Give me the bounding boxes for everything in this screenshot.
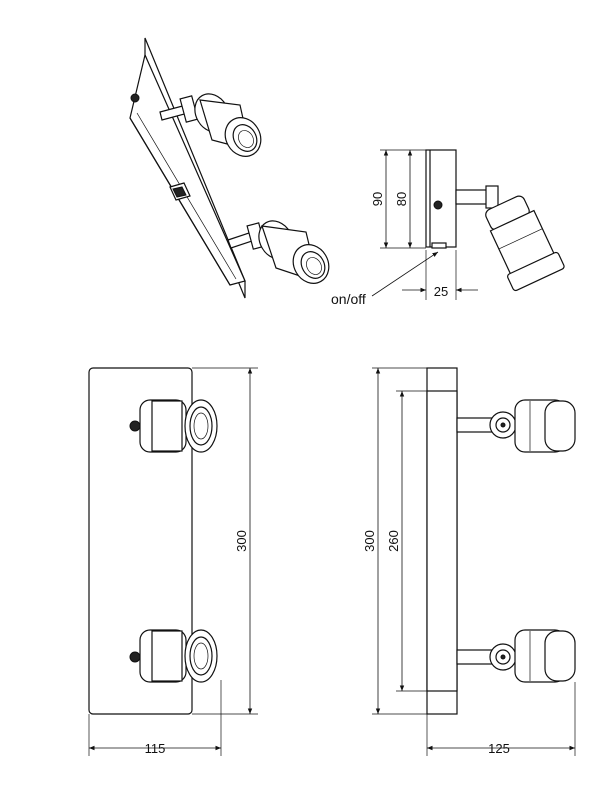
dim-side-height-plate: 80 bbox=[394, 192, 409, 206]
side-spot-head bbox=[485, 195, 565, 292]
iso-screw-top bbox=[130, 93, 140, 103]
profile-view: 300 260 125 bbox=[362, 367, 576, 756]
iso-plate-face bbox=[129, 53, 246, 286]
dim-profile-height-plate: 260 bbox=[386, 530, 401, 552]
side-switch bbox=[431, 242, 447, 249]
profile-spot-bottom bbox=[456, 629, 576, 683]
iso-spot-2 bbox=[227, 220, 330, 284]
iso-spot-1 bbox=[159, 93, 262, 157]
dim-side-depth: 25 bbox=[434, 284, 448, 299]
side-plate bbox=[425, 149, 457, 248]
dim-profile-height-total: 300 bbox=[362, 530, 377, 552]
profile-plate-inner bbox=[426, 390, 458, 692]
front-spot-bottom bbox=[129, 629, 218, 683]
side-view: 90 80 25 on/off bbox=[331, 149, 565, 307]
profile-spot-top bbox=[456, 399, 576, 453]
front-spot-top bbox=[129, 399, 218, 453]
dim-side-height-total: 90 bbox=[370, 192, 385, 206]
on-off-label: on/off bbox=[331, 291, 366, 307]
dim-front-width: 115 bbox=[145, 741, 166, 756]
side-screw bbox=[433, 200, 443, 210]
dim-profile-depth: 125 bbox=[488, 741, 510, 756]
front-plate bbox=[88, 367, 193, 715]
isometric-view bbox=[129, 37, 330, 299]
front-view: 300 115 bbox=[88, 367, 258, 756]
dim-front-height: 300 bbox=[234, 530, 249, 552]
